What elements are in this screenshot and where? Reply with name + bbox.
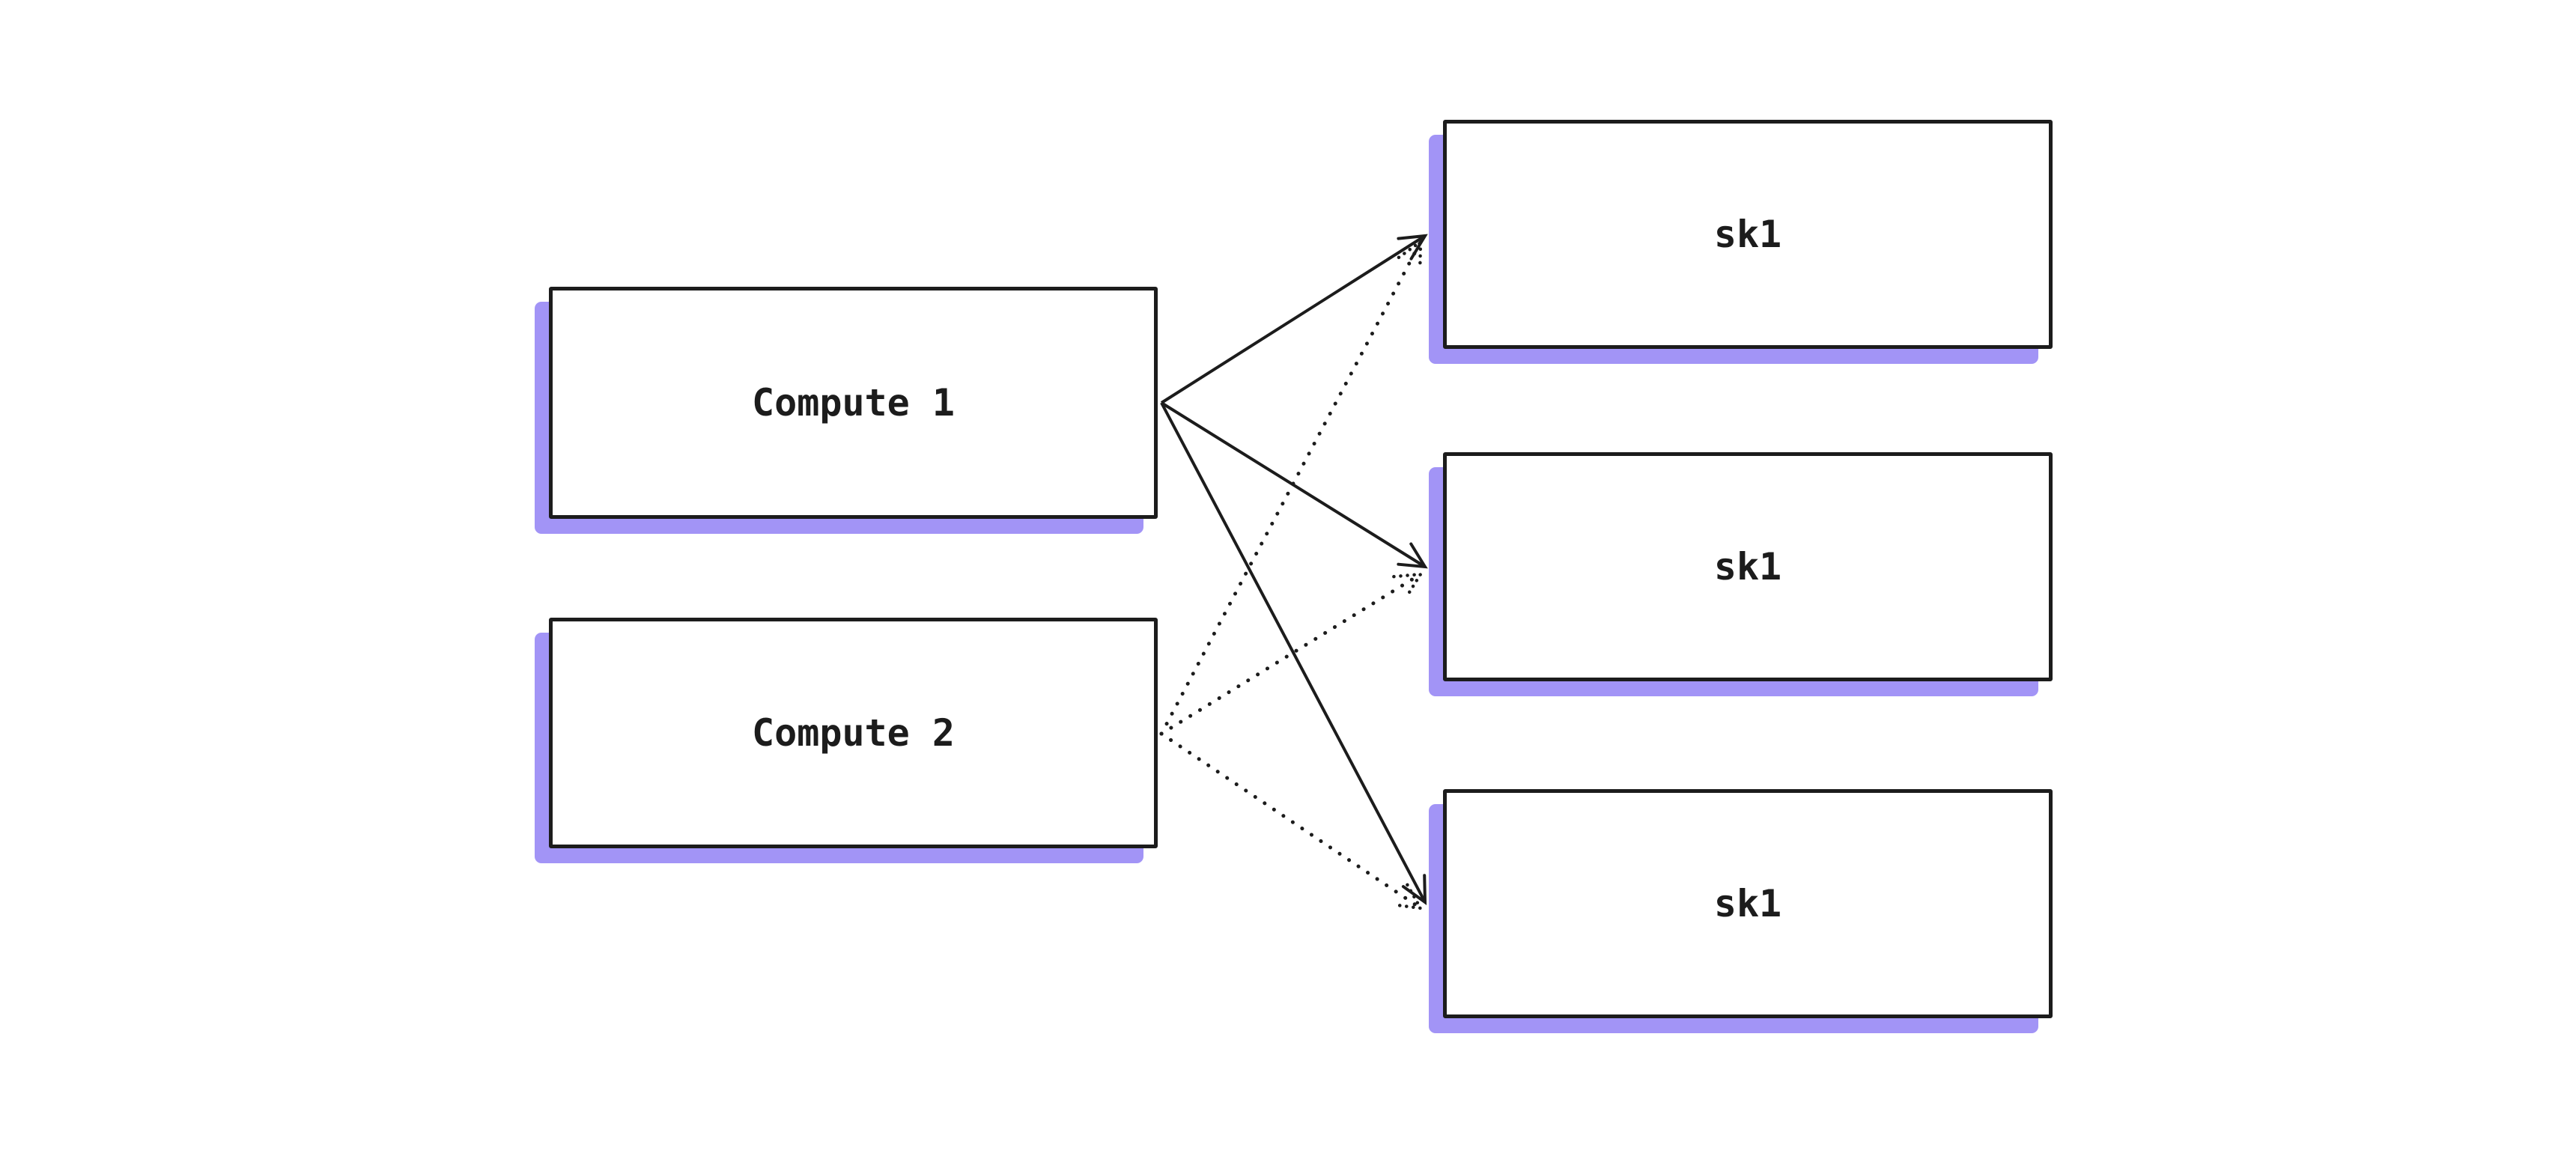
node-compute2-label: Compute 2 [752,711,955,755]
node-compute1: Compute 1 [535,287,1158,534]
node-sk1-top-body: sk1 [1443,120,2053,349]
edge-compute1-sk1-middle [1160,401,1428,569]
edge-compute2-sk1-middle [1159,574,1421,736]
node-sk1-top-label: sk1 [1713,213,1782,256]
node-sk1-bottom: sk1 [1429,789,2053,1033]
node-sk1-middle-body: sk1 [1443,452,2053,681]
edge-compute2-sk1-top [1159,242,1421,736]
node-compute2: Compute 2 [535,618,1158,863]
edge-compute2-sk1-bottom [1159,731,1421,908]
node-compute1-label: Compute 1 [752,381,955,425]
edge-compute1-sk1-top [1160,234,1428,404]
node-sk1-middle: sk1 [1429,452,2053,696]
node-sk1-bottom-body: sk1 [1443,789,2053,1018]
node-compute2-body: Compute 2 [549,618,1158,848]
edge-compute1-sk1-bottom [1160,402,1427,905]
node-compute1-body: Compute 1 [549,287,1158,519]
node-sk1-middle-label: sk1 [1713,545,1782,588]
node-sk1-bottom-label: sk1 [1713,882,1782,925]
node-sk1-top: sk1 [1429,120,2053,364]
